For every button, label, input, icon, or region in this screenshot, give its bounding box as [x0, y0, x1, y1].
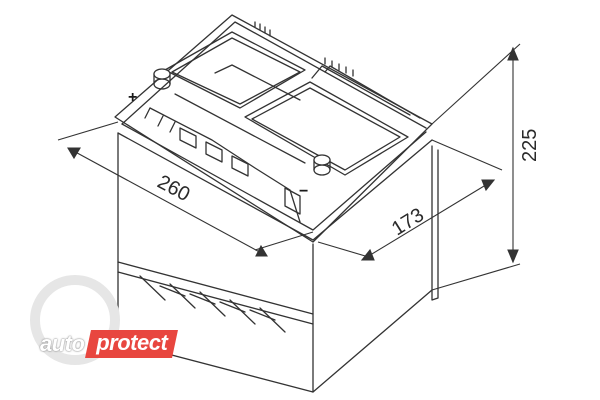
height-dimension-line	[431, 43, 521, 291]
battery-lid	[149, 31, 421, 223]
positive-symbol: +	[128, 89, 137, 106]
watermark-auto: auto	[40, 331, 85, 356]
hold-down-ledge	[117, 261, 314, 333]
cell-caps	[144, 107, 301, 215]
negative-symbol: −	[299, 183, 308, 200]
positive-terminal	[153, 68, 171, 90]
vent-slots	[254, 21, 354, 77]
height-label: 225	[519, 129, 541, 162]
length-dimension-line	[57, 121, 314, 257]
gear-icon	[30, 275, 120, 365]
side-detail	[431, 149, 439, 301]
width-dimension-line	[317, 139, 503, 261]
watermark-protect: protect	[85, 330, 179, 358]
battery-case	[114, 14, 433, 393]
autoprotect-watermark: auto protect	[40, 330, 179, 358]
length-label: 260	[154, 171, 194, 206]
negative-terminal	[313, 154, 331, 176]
width-label: 173	[388, 204, 428, 240]
watermark-protect-text: protect	[96, 330, 168, 355]
